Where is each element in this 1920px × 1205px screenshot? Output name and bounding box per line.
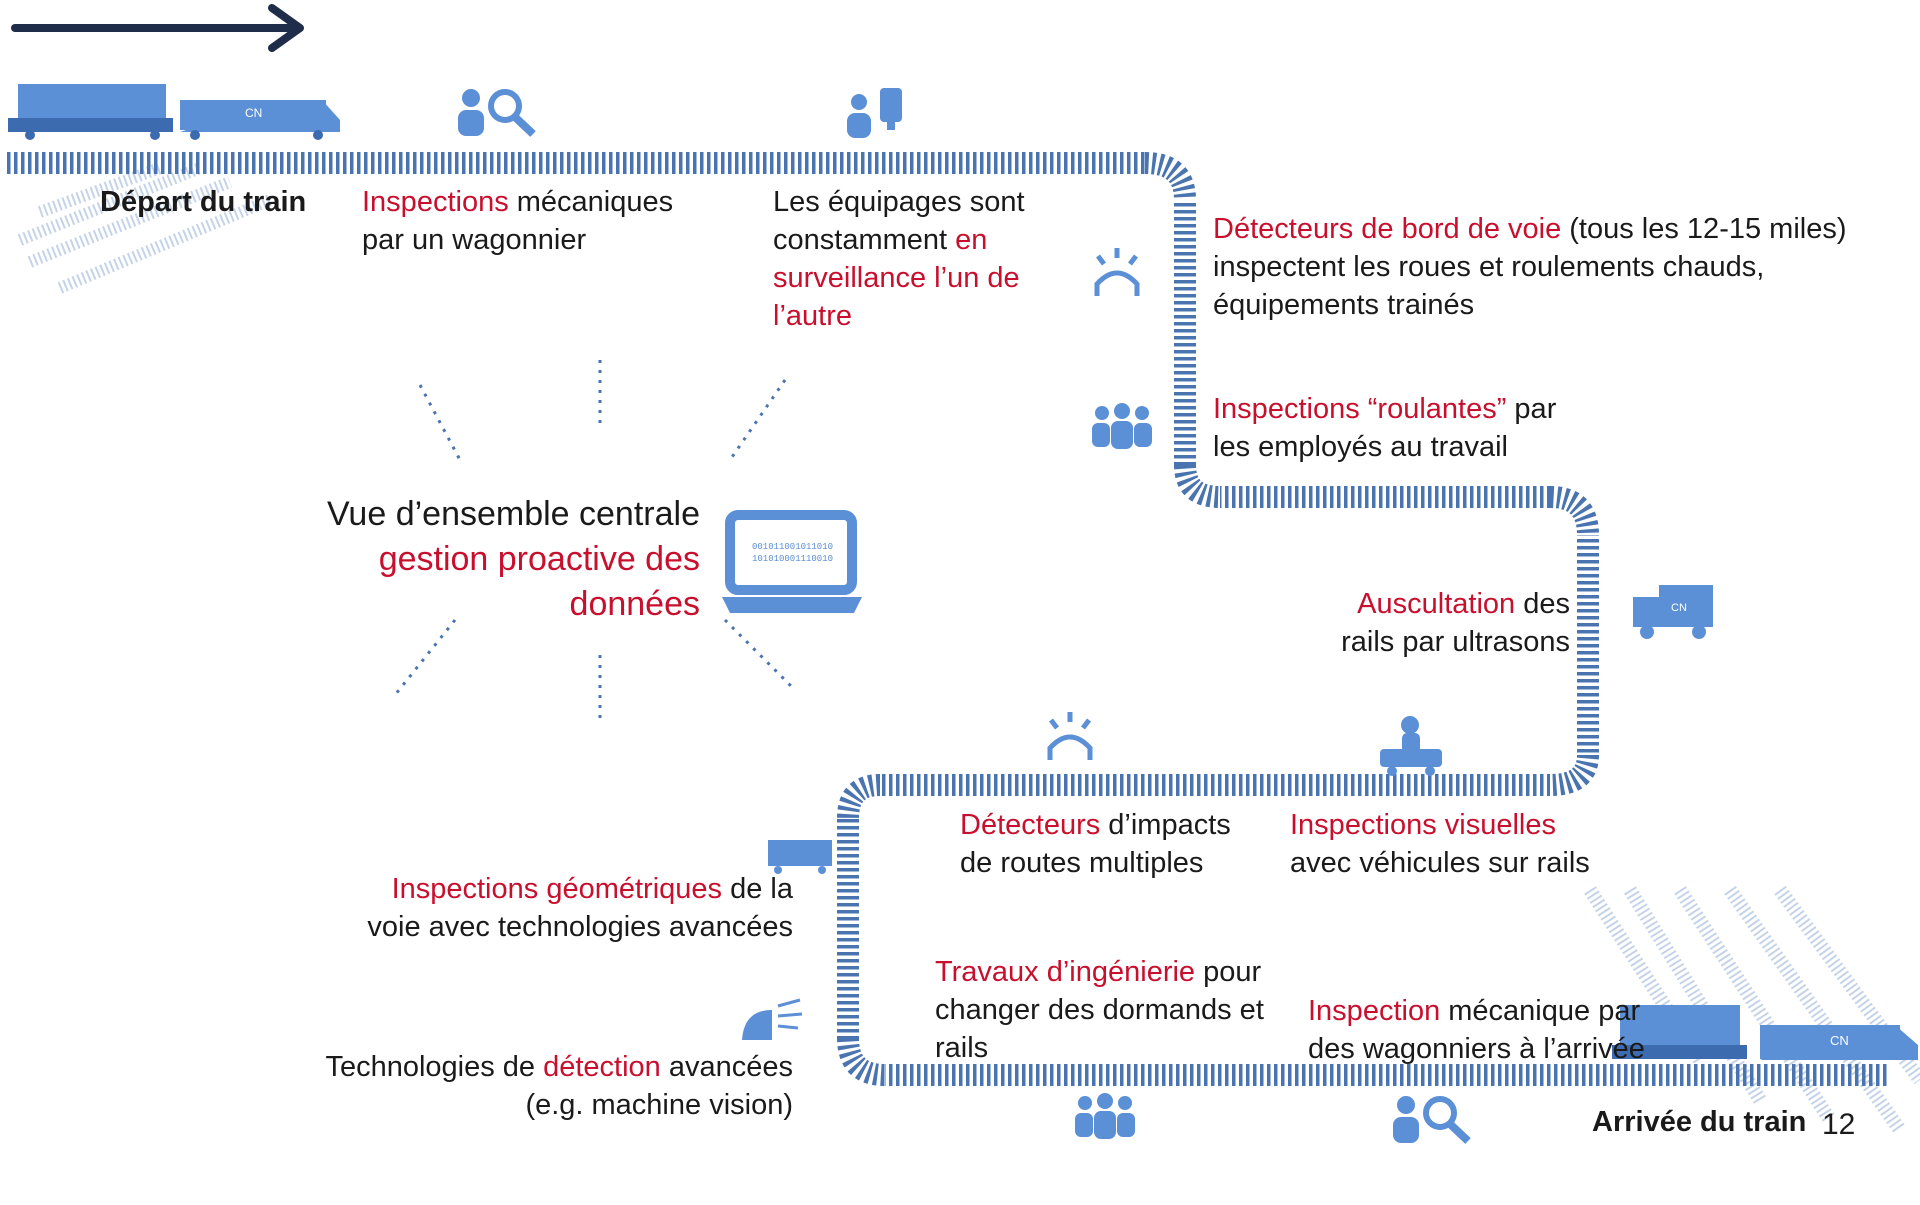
step-text: des xyxy=(1515,588,1570,620)
step-text: les employés au travail xyxy=(1213,431,1508,463)
svg-text:001011001011010: 001011001011010 xyxy=(752,542,833,552)
main-track xyxy=(5,152,1890,1086)
step-text: de routes multiples xyxy=(960,847,1204,879)
departure-yard-tracks xyxy=(17,162,273,294)
camera-sensor-icon xyxy=(742,998,803,1040)
step-mechanical-inspection: Inspections mécaniques par un wagonnier xyxy=(362,183,673,259)
svg-text:101010001110010: 101010001110010 xyxy=(752,554,833,564)
group-icon xyxy=(1075,1093,1135,1139)
step-text: d’impacts xyxy=(1100,809,1231,841)
svg-text:CN: CN xyxy=(245,106,262,120)
step-highlight: Inspections “roulantes” xyxy=(1213,393,1507,425)
departure-train: CN xyxy=(8,84,340,140)
step-text: rails xyxy=(935,1032,989,1064)
laptop-data-icon: 001011001011010 101010001110010 xyxy=(722,510,862,613)
central-overview: Vue d’ensemble centrale gestion proactiv… xyxy=(327,492,700,627)
step-text: avec véhicules sur rails xyxy=(1290,847,1590,879)
step-crew-surveillance: Les équipages sont constamment en survei… xyxy=(773,183,1025,335)
arrival-train: CN xyxy=(1612,1005,1918,1060)
rail-vehicle-icon xyxy=(1380,716,1442,776)
truck-icon: CN xyxy=(1633,585,1713,639)
step-text: avancées xyxy=(660,1051,793,1083)
step-text: mécaniques xyxy=(508,186,674,218)
group-icon xyxy=(1092,403,1152,449)
arrival-label: Arrivée du train xyxy=(1592,1106,1807,1138)
central-line3: données xyxy=(569,585,700,623)
step-highlight: Détecteurs de bord de voie xyxy=(1213,213,1562,245)
step-highlight: Inspections visuelles xyxy=(1290,809,1556,841)
crew-radio-icon xyxy=(847,88,902,138)
step-highlight: Travaux d’ingénierie xyxy=(935,956,1196,988)
hub-rays xyxy=(393,360,797,725)
step-text: Technologies de xyxy=(325,1051,544,1083)
step-highlight: Inspection xyxy=(1308,995,1441,1027)
railcar-icon xyxy=(768,840,832,874)
step-wayside-detectors: Détecteurs de bord de voie (tous les 12-… xyxy=(1213,210,1847,324)
svg-text:CN: CN xyxy=(1671,602,1687,614)
step-ultrasonic-testing: Auscultation des rails par ultrasons xyxy=(1341,585,1570,661)
step-text: rails par ultrasons xyxy=(1341,626,1570,658)
step-text: changer des dormands et xyxy=(935,994,1264,1026)
step-text: voie avec technologies avancées xyxy=(367,911,793,943)
svg-text:CN: CN xyxy=(1830,1033,1849,1048)
step-arrival-inspection: Inspection mécanique par des wagonniers … xyxy=(1308,992,1645,1068)
departure-label: Départ du train xyxy=(100,186,307,218)
step-text: (tous les 12-15 miles) xyxy=(1561,213,1847,245)
central-line1: Vue d’ensemble centrale xyxy=(327,495,700,533)
step-rolling-inspections: Inspections “roulantes” par les employés… xyxy=(1213,390,1556,466)
step-text: Les équipages sont xyxy=(773,186,1025,218)
step-visual-inspections: Inspections visuelles avec véhicules sur… xyxy=(1290,806,1590,882)
inspector-magnifier-icon xyxy=(458,89,536,137)
step-engineering-works: Travaux d’ingénierie pour changer des do… xyxy=(935,953,1264,1067)
step-highlight: Auscultation xyxy=(1357,588,1516,620)
page-number: 12 xyxy=(1822,1108,1856,1141)
step-highlight: en xyxy=(955,224,988,256)
step-geometry-inspections: Inspections géométriques de la voie avec… xyxy=(367,870,793,946)
step-highlight: surveillance l’un de xyxy=(773,262,1020,294)
step-text: équipements trainés xyxy=(1213,289,1475,321)
step-highlight: Inspections géométriques xyxy=(391,873,723,905)
step-text: mécanique par xyxy=(1440,995,1641,1027)
step-text: des wagonniers à l’arrivée xyxy=(1308,1033,1645,1065)
direction-arrow xyxy=(11,4,304,52)
step-text: constamment xyxy=(773,224,956,256)
step-detection-technologies: Technologies de détection avancées (e.g.… xyxy=(325,1048,793,1124)
step-text: par xyxy=(1506,393,1557,425)
step-highlight: Détecteurs xyxy=(960,809,1101,841)
step-text: (e.g. machine vision) xyxy=(525,1089,793,1121)
central-line2: gestion proactive des xyxy=(378,540,700,578)
step-highlight: détection xyxy=(543,1051,661,1083)
inspector-magnifier-icon xyxy=(1393,1096,1471,1144)
step-impact-detectors: Détecteurs d’impacts de routes multiples xyxy=(960,806,1231,882)
detector-light-icon xyxy=(1094,248,1140,296)
detector-light-icon xyxy=(1047,712,1093,760)
step-text: par un wagonnier xyxy=(362,224,587,256)
step-text: inspectent les roues et roulements chaud… xyxy=(1213,251,1765,283)
step-text: de la xyxy=(722,873,793,905)
step-highlight: Inspections xyxy=(362,186,509,218)
step-text: pour xyxy=(1195,956,1262,988)
step-highlight: l’autre xyxy=(773,300,852,332)
